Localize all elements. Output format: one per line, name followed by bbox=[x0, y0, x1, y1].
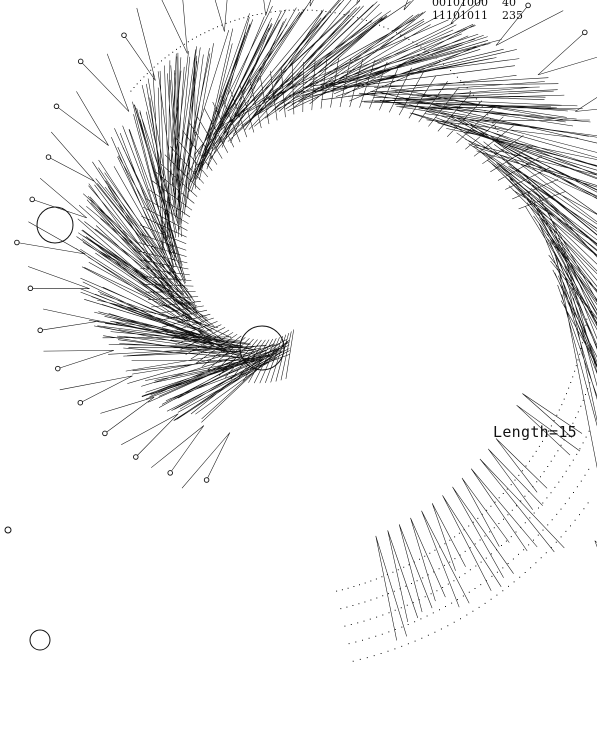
dotted-arc bbox=[349, 469, 590, 643]
dotted-arc bbox=[340, 383, 590, 609]
tree-node bbox=[526, 3, 531, 8]
code-row: 11101011 235 bbox=[432, 9, 523, 22]
code-value: 40 bbox=[502, 0, 516, 9]
tree-node bbox=[103, 431, 108, 436]
tree-node bbox=[28, 286, 33, 291]
tree-node bbox=[122, 33, 127, 38]
tree-node bbox=[78, 400, 83, 405]
code-table: 00101000 40 11101011 235 bbox=[432, 0, 523, 22]
dotted-arc bbox=[353, 503, 589, 661]
edge-layer bbox=[17, 0, 597, 640]
tree-node bbox=[134, 455, 139, 460]
code-value: 235 bbox=[502, 9, 523, 22]
code-row: 00101000 40 bbox=[432, 0, 523, 9]
tree-node bbox=[46, 155, 51, 160]
cycle-circle bbox=[5, 527, 11, 533]
dotted-arc bbox=[344, 431, 589, 626]
tree-node bbox=[56, 366, 61, 371]
tree-node bbox=[54, 104, 59, 109]
dotted-arc bbox=[336, 319, 587, 591]
code-bits: 11101011 bbox=[432, 9, 488, 22]
tree-node bbox=[168, 471, 173, 476]
tree-node bbox=[78, 59, 83, 64]
length-label: Length=15 bbox=[493, 423, 577, 441]
cycle-circle bbox=[30, 630, 50, 650]
code-bits: 00101000 bbox=[432, 0, 488, 9]
tree-node bbox=[15, 240, 20, 245]
tree-node bbox=[583, 30, 588, 35]
tree-node bbox=[30, 197, 35, 202]
tree-node bbox=[204, 478, 209, 483]
tree-edges bbox=[17, 0, 597, 640]
tree-node bbox=[38, 328, 43, 333]
cycle-circle bbox=[37, 207, 73, 243]
